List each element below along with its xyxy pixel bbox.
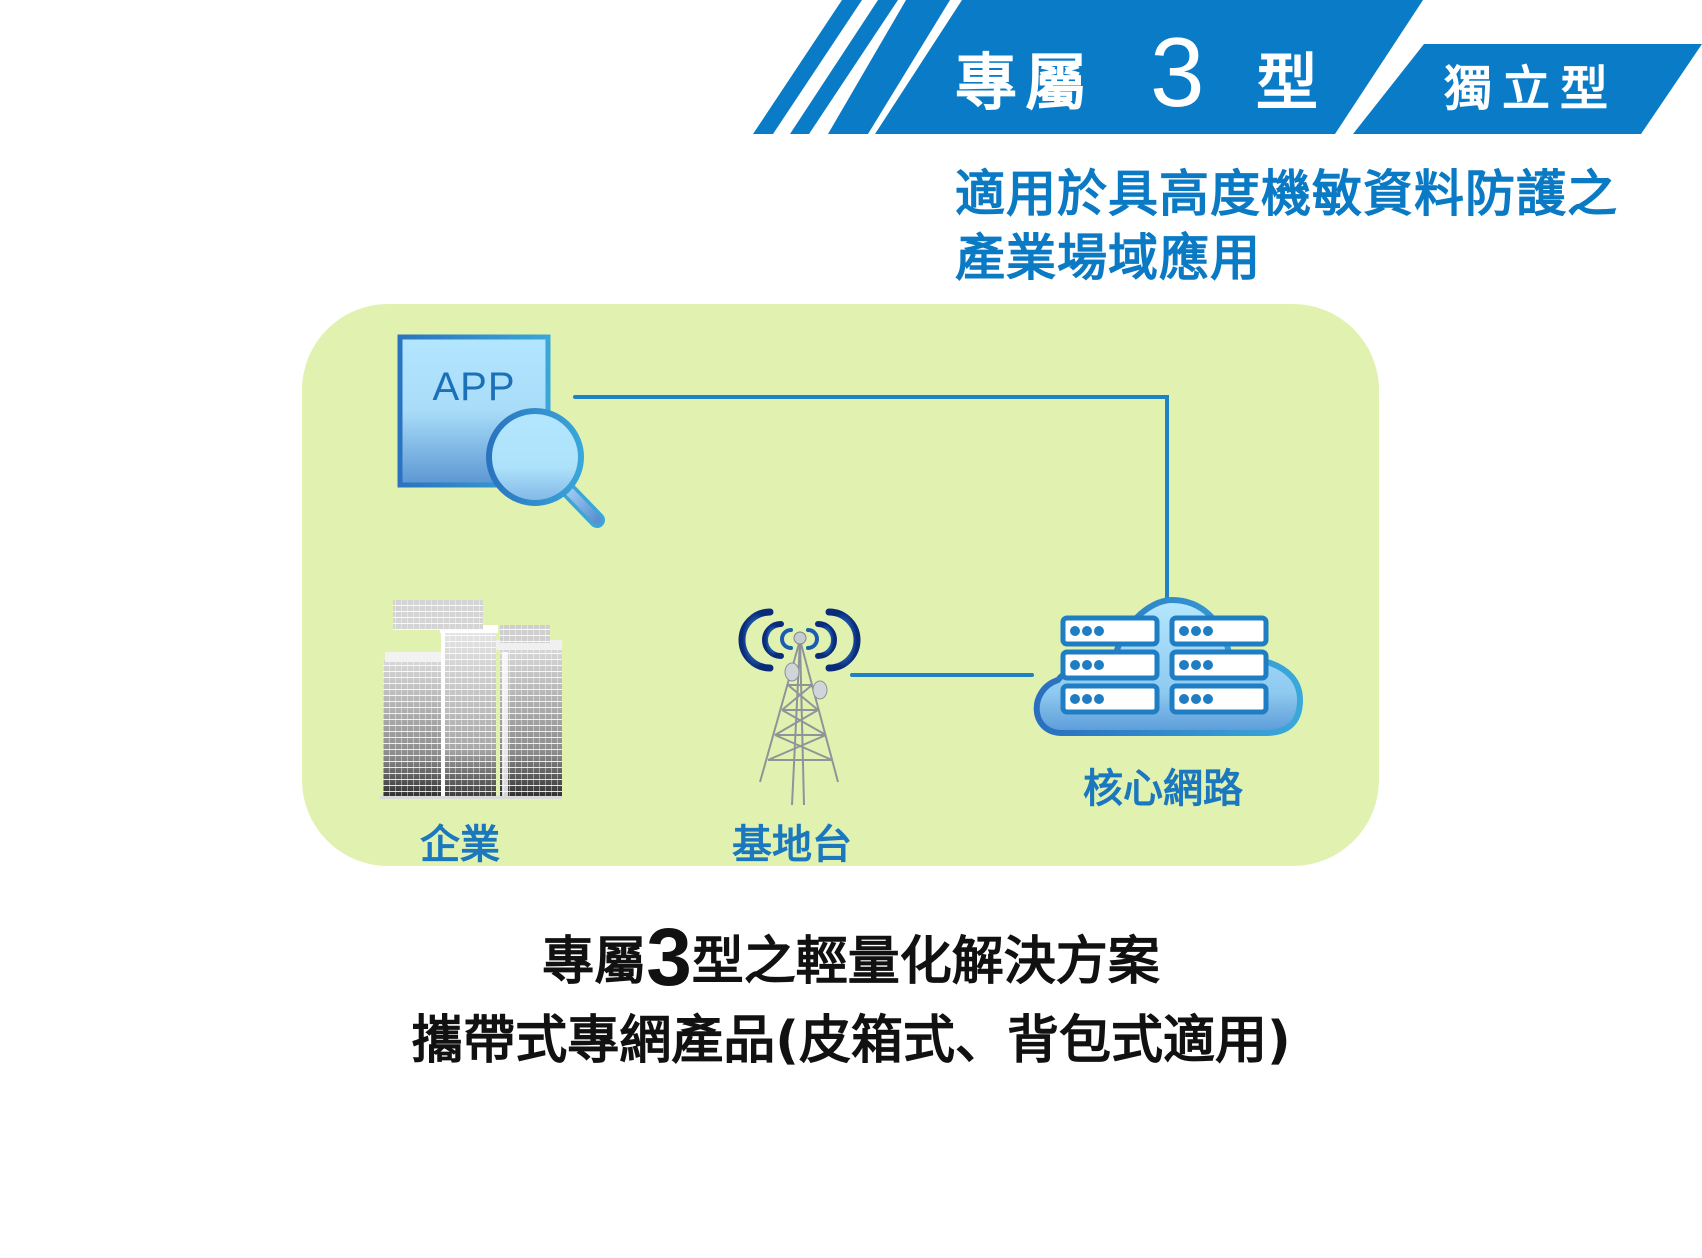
banner-stripe-3 xyxy=(828,0,950,134)
subtitle: 適用於具高度機敏資料防護之 產業場域應用 xyxy=(955,162,1618,290)
diagram-graphics xyxy=(380,334,1304,806)
app-label: APP xyxy=(432,365,516,409)
connection-app-to-core xyxy=(573,395,1169,600)
office-buildings-icon xyxy=(380,600,562,799)
caption-line-2: 攜帶式專網產品(皮箱式、背包式適用) xyxy=(411,1011,1291,1071)
banner-main-block xyxy=(875,0,1423,134)
banner-title-suffix: 型 xyxy=(1256,46,1319,119)
caption-prefix: 專屬 xyxy=(542,932,647,992)
banner-subtype-block xyxy=(1353,44,1702,134)
banner-title-prefix: 專屬 xyxy=(955,46,1096,119)
app-search-icon xyxy=(397,334,605,528)
subtitle-line-2: 產業場域應用 xyxy=(955,229,1261,287)
caption-number: 3 xyxy=(646,912,692,1003)
banner-subtype-label: 獨立型 xyxy=(1444,61,1619,117)
core-network-label: 核心網路 xyxy=(1083,766,1243,812)
banner-stripe-2 xyxy=(790,0,898,134)
banner-graphic xyxy=(753,0,1702,134)
base-station-label: 基地台 xyxy=(732,822,852,868)
cell-tower-icon xyxy=(738,608,861,806)
banner-stripe-1 xyxy=(753,0,862,134)
caption-line-1: 專屬3型之輕量化解決方案 xyxy=(0,917,1702,1002)
banner-title-number: 3 xyxy=(1150,17,1205,127)
caption-suffix: 型之輕量化解決方案 xyxy=(691,932,1160,992)
enterprise-label: 企業 xyxy=(420,822,500,868)
subtitle-line-1: 適用於具高度機敏資料防護之 xyxy=(955,165,1618,223)
cloud-server-icon xyxy=(1033,596,1304,736)
